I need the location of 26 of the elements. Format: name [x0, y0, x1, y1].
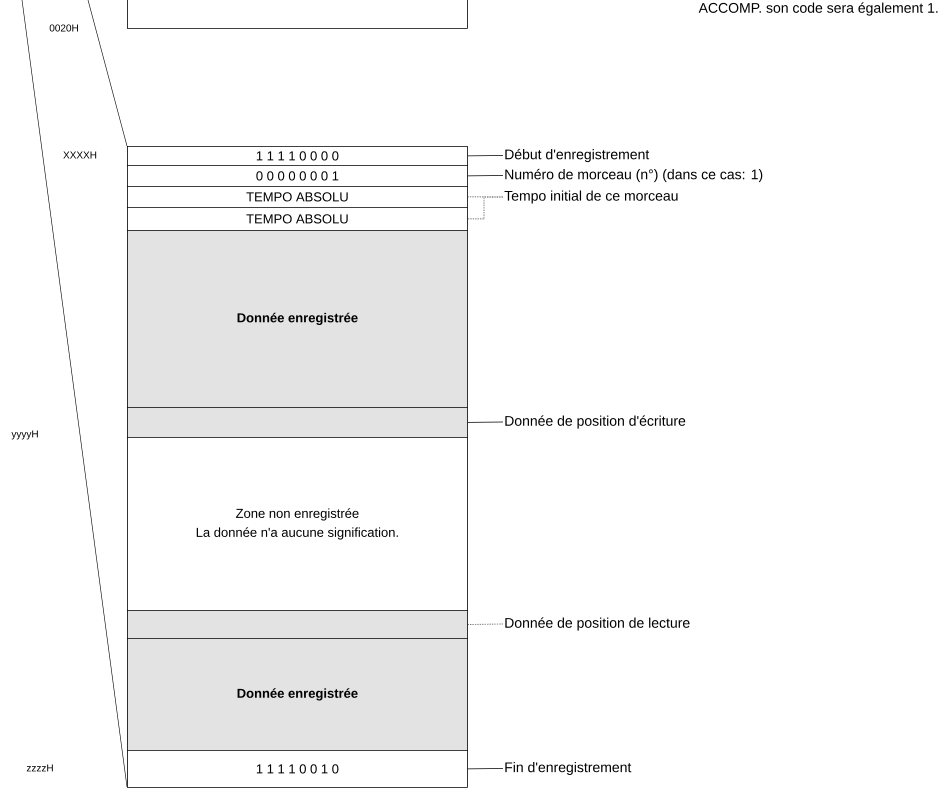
annotation: Début d'enregistrement: [505, 148, 650, 162]
leader-line: [467, 175, 504, 176]
bracket-leader: [467, 196, 504, 220]
annotation: Tempo initial de ce morceau: [504, 190, 678, 204]
annotation: Donnée de position de lecture: [505, 617, 690, 631]
memory-row: 1 1 1 1 0 0 0 0: [127, 146, 468, 166]
note: ACCOMP. son code sera également 1.: [698, 2, 938, 16]
annotation: Donnée de position d'écriture: [505, 415, 686, 429]
leader-line: [467, 768, 504, 770]
annotation: Numéro de morceau (n°) (dans ce cas: 1): [505, 168, 762, 182]
annotation: Fin d'enregistrement: [505, 762, 632, 776]
data-area: [127, 407, 468, 438]
address-label: zzzzH: [26, 764, 53, 772]
memory-row: Zone non enregistrée La donnée n'a aucune signification.: [127, 437, 468, 611]
memory-row: TEMPO ABSOLU: [127, 207, 468, 231]
leader-line: [467, 624, 504, 625]
leader-line: [467, 422, 504, 423]
data-area: [127, 610, 468, 639]
leader-line: [467, 155, 504, 156]
address-label: yyyyH: [11, 430, 38, 440]
address-label: XXXXH: [63, 152, 96, 158]
address-label: 0020H: [50, 24, 78, 32]
memory-box: [127, 0, 468, 29]
memory-row: 0 0 0 0 0 0 0 1: [127, 165, 468, 187]
memory-row: 1 1 1 1 0 0 1 0: [127, 750, 468, 788]
memory-row: TEMPO ABSOLU: [127, 186, 468, 208]
